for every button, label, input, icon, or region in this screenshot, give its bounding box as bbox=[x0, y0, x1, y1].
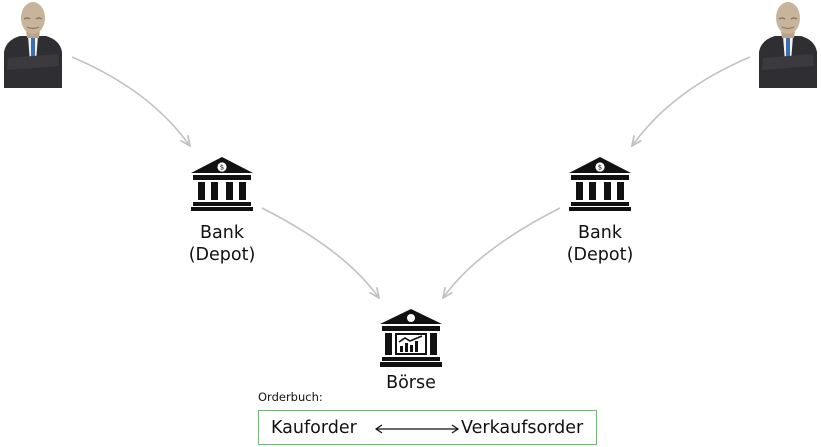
businessman-icon-right bbox=[759, 2, 817, 88]
bank-icon-left: $ bbox=[191, 157, 253, 211]
bank-right-label-line2: (Depot) bbox=[566, 245, 634, 265]
arrow-bank-left-to-exchange bbox=[261, 207, 379, 298]
arrow-person-right-to-bank-right bbox=[632, 56, 751, 146]
businessman-icon-left bbox=[4, 2, 62, 88]
orderbook-box: Kauforder Verkaufsorder bbox=[258, 410, 597, 445]
svg-text:$: $ bbox=[220, 164, 224, 172]
bank-icon-right: $ bbox=[569, 157, 631, 211]
bank-left-label-line2: (Depot) bbox=[188, 245, 256, 265]
double-arrow-icon bbox=[374, 424, 460, 434]
sell-order-label: Verkaufsorder bbox=[461, 418, 584, 438]
arrow-bank-right-to-exchange bbox=[443, 207, 561, 298]
bank-left-label: Bank (Depot) bbox=[172, 222, 272, 266]
arrow-person-left-to-bank-left bbox=[71, 56, 190, 146]
bank-right-label-line1: Bank bbox=[578, 223, 622, 243]
bank-right-label: Bank (Depot) bbox=[550, 222, 650, 266]
bank-left-label-line1: Bank bbox=[200, 223, 244, 243]
orderbook-title: Orderbuch: bbox=[258, 390, 323, 404]
svg-text:$: $ bbox=[598, 164, 602, 172]
buy-order-label: Kauforder bbox=[271, 418, 357, 438]
exchange-label: Börse bbox=[386, 373, 436, 393]
stock-exchange-icon bbox=[380, 309, 442, 367]
